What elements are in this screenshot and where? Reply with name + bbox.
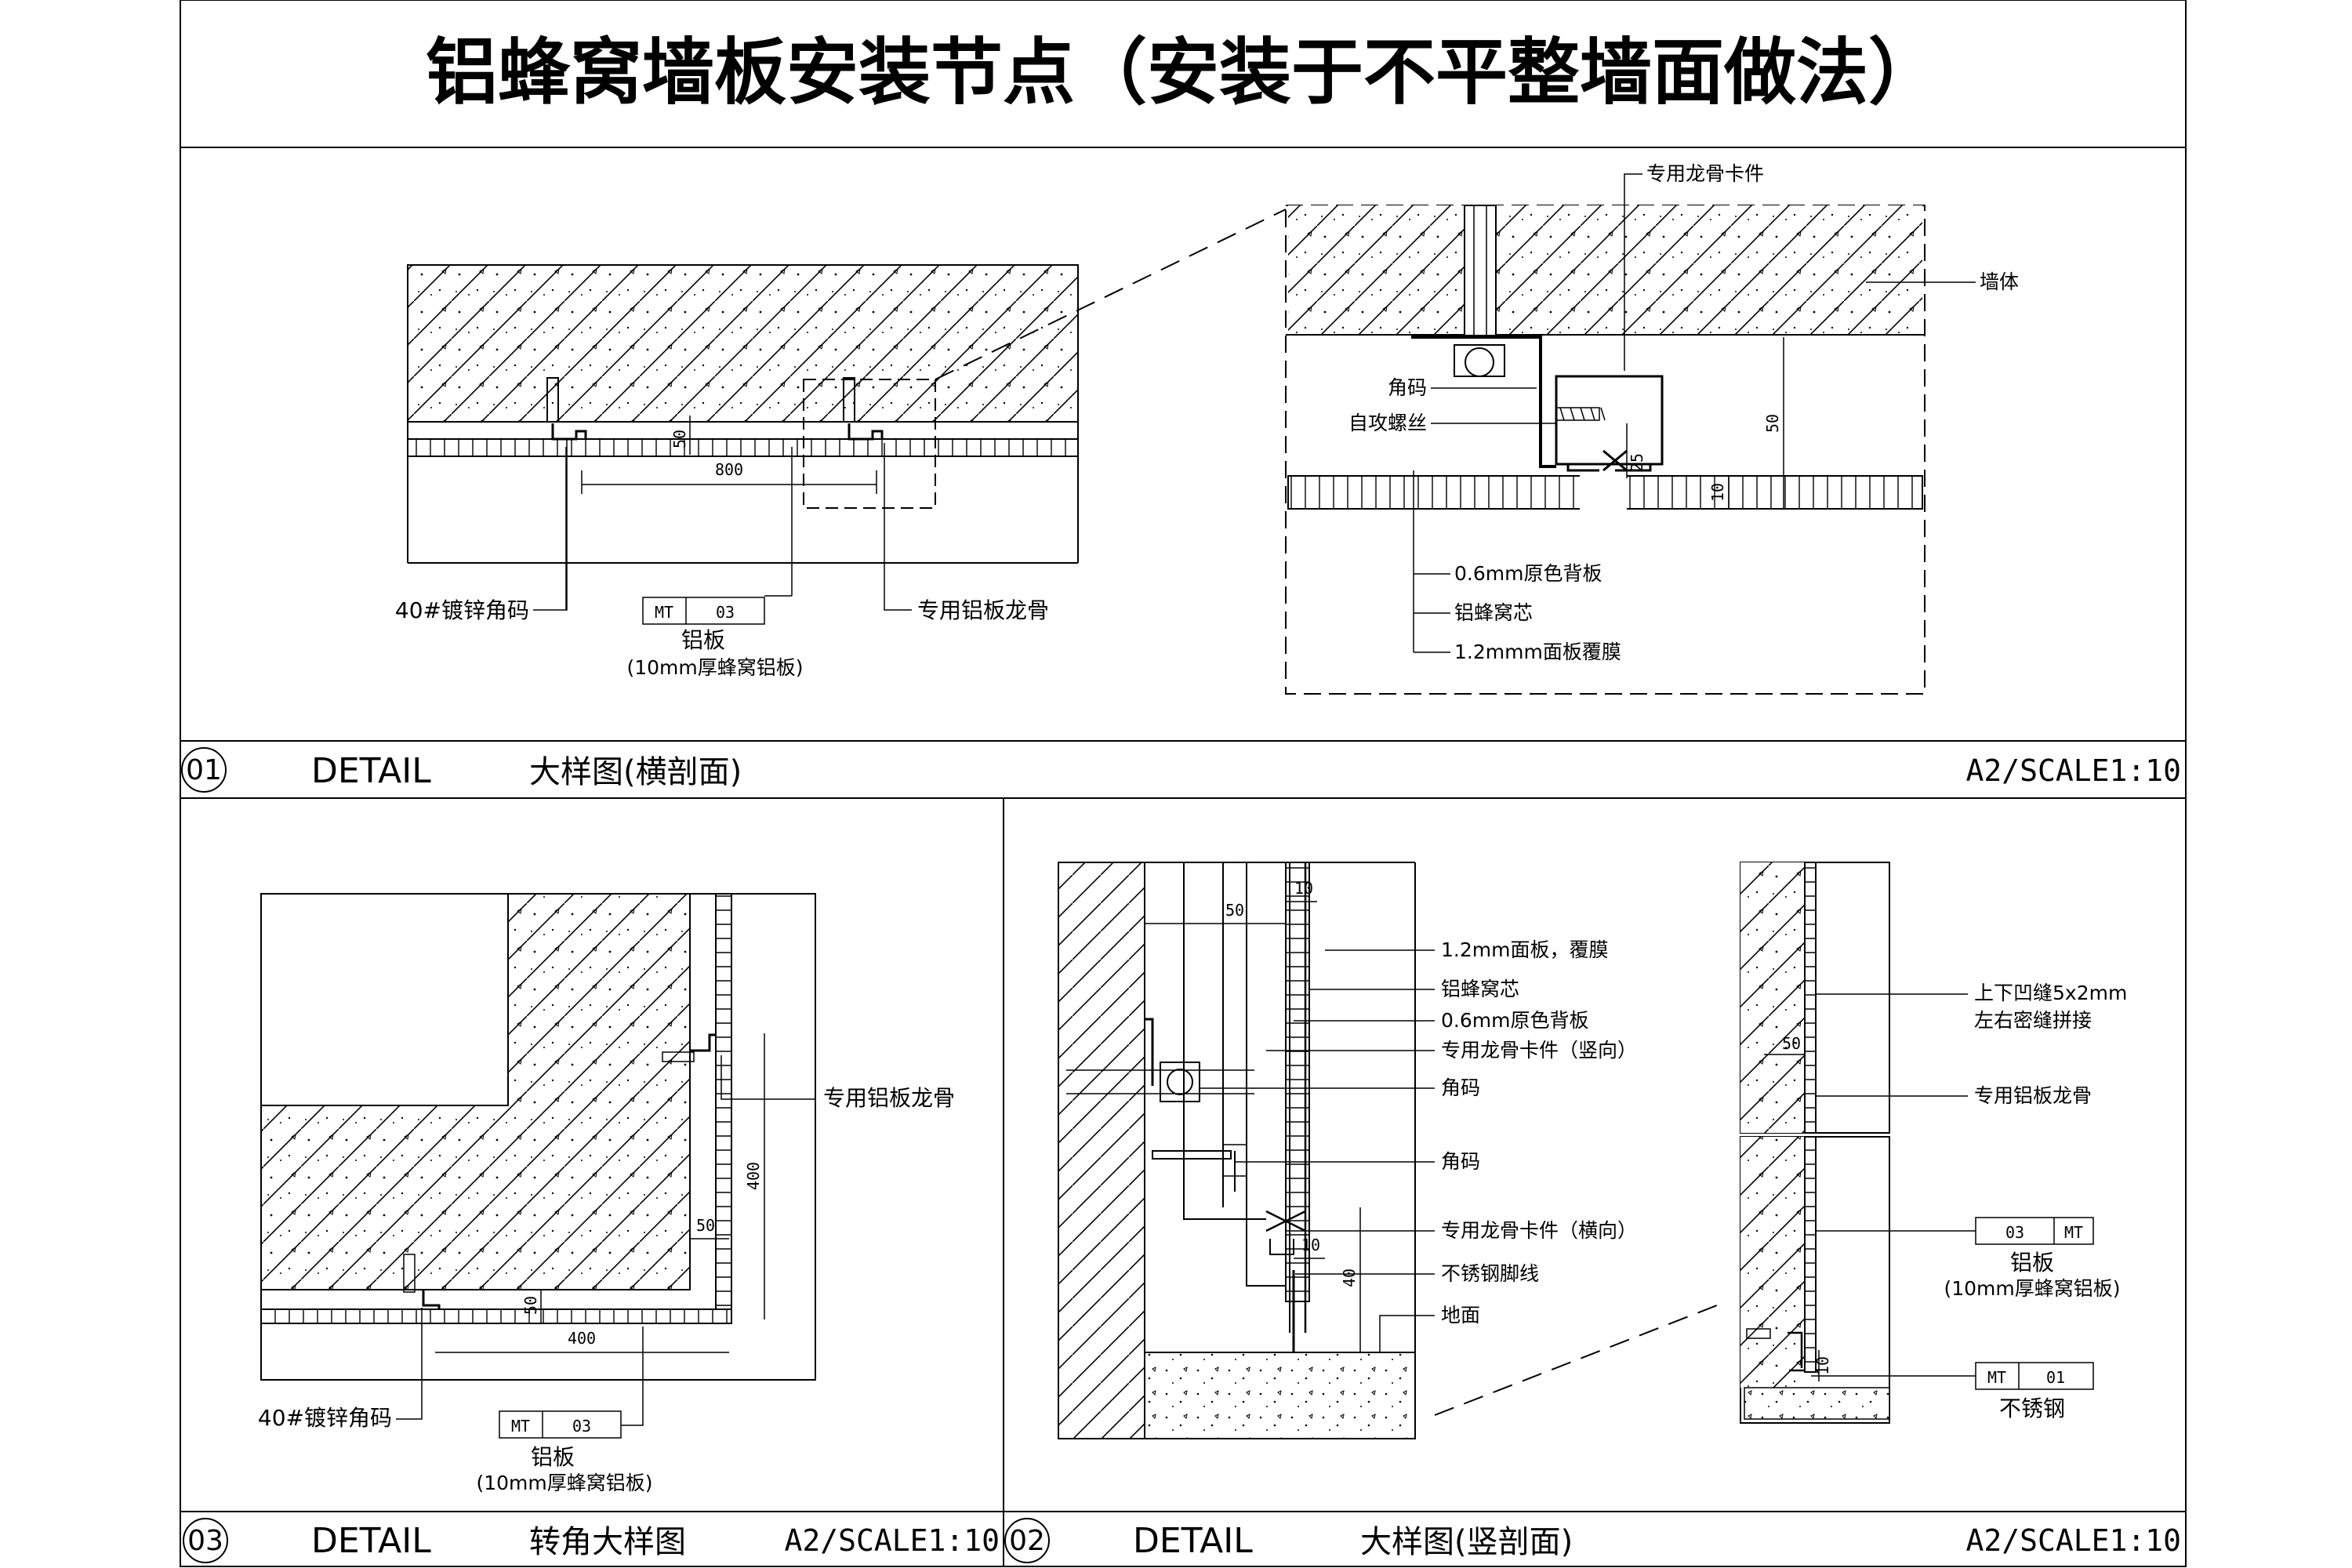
panel-01-detail: DETAIL	[311, 751, 431, 791]
label-corner-keel: 专用铝板龙骨	[823, 1085, 955, 1111]
label-joint: 左右密缝拼接	[1974, 1009, 2092, 1032]
dim-50: 50	[670, 430, 689, 448]
label-horizontal-clip: 专用龙骨卡件（横向）	[1441, 1219, 1637, 1242]
dim-400-horizontal: 400	[568, 1329, 596, 1348]
label-vertical-clip: 专用龙骨卡件（竖向）	[1441, 1039, 1637, 1062]
panel-01-name: 大样图(横剖面)	[529, 754, 742, 790]
label-floor: 地面	[1441, 1304, 1480, 1327]
elev-dim-50: 50	[1782, 1034, 1801, 1053]
bracket-left	[546, 377, 587, 441]
dim-10-top: 10	[1294, 879, 1313, 898]
label-corner-plate-spec: (10mm厚蜂窝铝板)	[476, 1472, 652, 1494]
panel-01-title-bar: 01 DETAIL 大样图(横剖面) A2/SCALE1:10	[181, 747, 2181, 793]
label-back: 0.6mm原色背板	[1441, 1009, 1588, 1032]
dim-10: 10	[1708, 483, 1727, 502]
dim-10-bottom: 10	[1301, 1236, 1320, 1254]
panel-03-detail: DETAIL	[311, 1521, 431, 1561]
panel-03-corner-detail: 400 50 50 400 专用铝板龙骨 40#镀锌角码 MT 03 铝板 (1…	[258, 893, 955, 1494]
label-elev-plate: 铝板	[2010, 1250, 2054, 1276]
panel-01-plan-section: 800 50 40#镀锌角码 专用铝板龙骨 MT 03 铝板 (10mm厚蜂窝铝…	[395, 209, 1287, 679]
label-core: 铝蜂窝芯	[1441, 978, 1519, 1000]
tag-corner-number: 03	[572, 1417, 591, 1436]
tag-mt: MT	[655, 603, 673, 622]
tag-elev-number: 03	[2005, 1223, 2024, 1242]
tag-elev-mt: MT	[2064, 1223, 2083, 1242]
panel-02-elevation: 50 10 上下凹缝5x2mm 左右密缝拼接 专用铝板龙骨 03 MT 铝板 (…	[1740, 862, 2127, 1424]
label-elev-plate-spec: (10mm厚蜂窝铝板)	[1944, 1277, 2120, 1300]
dim-40: 40	[1340, 1269, 1359, 1287]
label-skirting: 不锈钢脚线	[1441, 1262, 1539, 1285]
sheet-frame	[180, 0, 2187, 1567]
label-angle-bracket: 40#镀锌角码	[395, 597, 529, 623]
dim-50-top: 50	[1225, 901, 1244, 920]
label-bracket: 角码	[1388, 376, 1427, 399]
dim-800: 800	[715, 460, 743, 479]
label-wall: 墙体	[1980, 270, 2019, 293]
panel-02-name: 大样图(竖剖面)	[1360, 1524, 1573, 1560]
label-screw: 自攻螺丝	[1348, 412, 1427, 434]
tag-steel-number: 01	[2046, 1368, 2065, 1387]
label-face-plate: 1.2mmm面板覆膜	[1454, 641, 1621, 663]
label-corner-angle: 40#镀锌角码	[258, 1405, 392, 1431]
panel-02-vertical-section: 50 10 10 40 1.2mm面板，覆膜 铝蜂窝芯 0.6mm原色背板 专用…	[1058, 862, 1718, 1439]
bracket-right	[843, 377, 884, 441]
dim-400-vertical: 400	[744, 1162, 763, 1190]
label-plate-spec: (10mm厚蜂窝铝板)	[626, 656, 803, 679]
label-groove: 上下凹缝5x2mm	[1974, 982, 2127, 1004]
tag-steel-mt: MT	[1987, 1368, 2006, 1387]
panel-03-title-bar: 03 DETAIL 转角大样图 A2/SCALE1:10	[183, 1518, 1000, 1563]
label-face-film: 1.2mm面板，覆膜	[1441, 938, 1608, 961]
label-bracket-1: 角码	[1441, 1076, 1480, 1099]
label-keel-clip: 专用龙骨卡件	[1646, 162, 1764, 185]
panel-03-number: 03	[187, 1525, 223, 1557]
label-stainless-steel: 不锈钢	[1999, 1396, 2065, 1421]
panel-01-scale: A2/SCALE1:10	[1965, 753, 2181, 788]
panel-03-name: 转角大样图	[529, 1524, 686, 1560]
elev-dim-10: 10	[1813, 1356, 1832, 1375]
label-plate: 铝板	[681, 627, 725, 653]
tag-corner-mt: MT	[511, 1417, 530, 1436]
panel-02-number: 02	[1009, 1525, 1045, 1557]
label-bracket-2: 角码	[1441, 1150, 1480, 1173]
panel-02-scale: A2/SCALE1:10	[1965, 1523, 2181, 1558]
tag-number: 03	[716, 603, 735, 622]
dim-50-bottom: 50	[521, 1296, 540, 1315]
dim-50b: 50	[1763, 414, 1782, 433]
dim-50-right: 50	[696, 1216, 715, 1235]
panel-01-number: 01	[186, 754, 222, 786]
dim-25: 25	[1628, 453, 1646, 472]
label-back-plate: 0.6mm原色背板	[1454, 562, 1602, 585]
label-corner-plate: 铝板	[531, 1444, 575, 1470]
panel-02-detail: DETAIL	[1133, 1521, 1253, 1561]
label-honeycomb-core: 铝蜂窝芯	[1454, 601, 1533, 624]
panel-01-enlarged-detail: 50 25 10 专用龙骨卡件 墙体 角码 自攻螺丝 0.6mm原色背板 铝蜂窝…	[1285, 162, 2019, 695]
panel-02-title-bar: 02 DETAIL 大样图(竖剖面) A2/SCALE1:10	[1004, 1518, 2181, 1563]
label-elev-keel: 专用铝板龙骨	[1974, 1084, 2092, 1107]
panel-03-scale: A2/SCALE1:10	[784, 1523, 1000, 1558]
label-aluminum-keel: 专用铝板龙骨	[917, 597, 1049, 623]
sheet-title: 铝蜂窝墙板安装节点（安装于不平整墙面做法）	[426, 31, 1940, 114]
